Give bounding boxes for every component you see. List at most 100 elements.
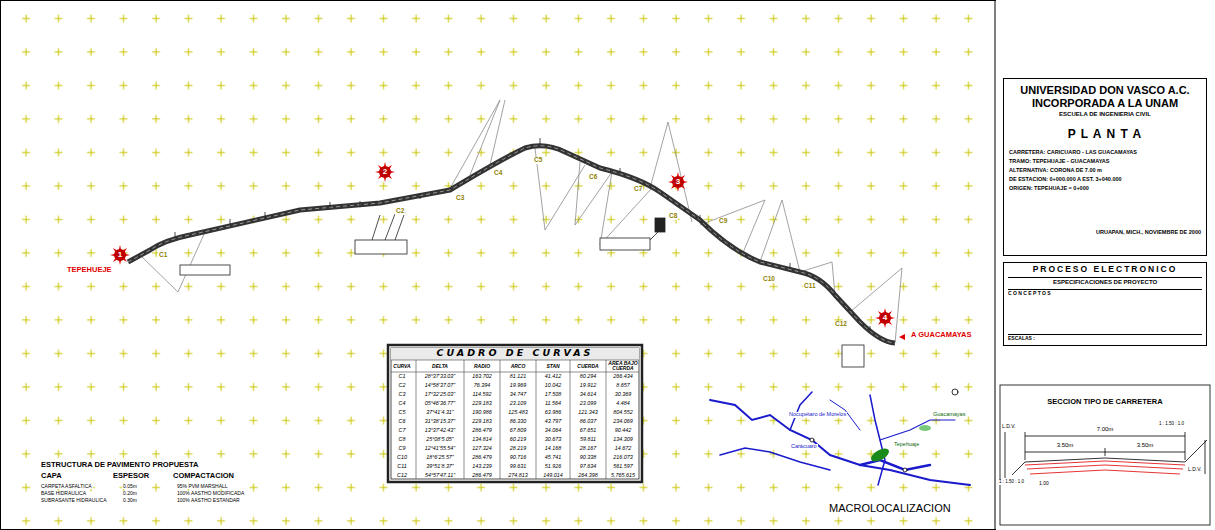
table-cell: C5 (389, 410, 415, 415)
table-cell: 14.168 (537, 446, 569, 451)
pavement-cell: 95% PVM MARSHALL (176, 484, 229, 489)
table-cell: 8.657 (607, 383, 639, 388)
table-cell: 17°32'25.03" (417, 392, 463, 397)
table-cell: C3 (389, 392, 415, 397)
table-cell: 28.167 (571, 446, 605, 451)
marker-number: 1 (117, 251, 123, 259)
table-cell: 63.986 (537, 410, 569, 415)
node-text: ESCALAS : (1008, 334, 1202, 342)
marker-number: 3 (675, 178, 681, 186)
table-cell: 10.042 (537, 383, 569, 388)
table-header: STAN (537, 364, 569, 369)
table-cell: 34.614 (571, 392, 605, 397)
table-cell: C1 (389, 374, 415, 379)
slope-ratio: 1 : 1.50 : 1.0 (998, 480, 1025, 485)
table-header: AREA BAJO CUERDA (607, 361, 639, 371)
table-cell: 67.809 (501, 428, 535, 433)
inset-title: MACROLOCALIZACION (828, 503, 952, 515)
town-name: Guacamayas (932, 412, 966, 418)
table-cell: 34.064 (537, 428, 569, 433)
curve-label: C3 (455, 195, 465, 202)
table-cell: 266.434 (607, 374, 639, 379)
section-title: SECCION TIPO DE CARRETERA (1046, 398, 1163, 406)
node-text: ORIGEN: TEPEHUAJE = 0+000 (1009, 185, 1201, 191)
table-cell: 216.073 (607, 455, 639, 460)
dimension: 7.00m (1096, 426, 1115, 432)
table-cell: 51.926 (537, 464, 569, 469)
node-text: C O N C E P T O S (1008, 289, 1202, 297)
table-cell: 229.183 (465, 401, 499, 406)
table-cell: 4.484 (607, 401, 639, 406)
table-cell: C7 (389, 428, 415, 433)
node-text: URUAPAN, MICH., NOVIEMBRE DE 2000 (1009, 229, 1201, 235)
node-text: PROCESO ELECTRONICO (1008, 265, 1202, 274)
table-cell: 28.219 (501, 446, 535, 451)
dimension: 3.50m (1056, 442, 1075, 448)
pavement-header: CAPA (40, 472, 63, 480)
table-cell: 23.109 (501, 401, 535, 406)
table-cell: 13°37'42.43" (417, 428, 463, 433)
table-cell: 97.634 (571, 464, 605, 469)
pavement-cell: SUBRASANTE HIDRAULICA (40, 498, 108, 503)
table-cell: 90.338 (571, 455, 605, 460)
curve-label: C4 (493, 170, 503, 177)
node-text: ALTERNATIVA: CORONA DE 7.00 m (1009, 167, 1201, 173)
pavement-title: ESTRUCTURA DE PAVIMENTO PROPUESTA (40, 461, 200, 469)
table-cell: 134.814 (465, 437, 499, 442)
node-text: DE ESTACION: 0+000.000 A EST. 3+040.000 (1009, 176, 1201, 182)
table-header: ARCO (501, 364, 535, 369)
table-cell: 19.969 (501, 383, 535, 388)
curve-label: C1 (158, 252, 168, 259)
table-cell: C8 (389, 437, 415, 442)
pavement-cell: 100% AASTHO MODIFICADA (176, 491, 245, 496)
pavement-cell: 0.30m (122, 498, 138, 503)
table-cell: C12 (389, 473, 415, 478)
table-cell: 163.702 (465, 374, 499, 379)
table-cell: 17.508 (537, 392, 569, 397)
row-limit: L.D.V. (1187, 467, 1202, 472)
table-cell: 19.912 (571, 383, 605, 388)
table-cell: 30.673 (537, 437, 569, 442)
table-cell: 134.309 (607, 437, 639, 442)
table-cell: 274.813 (501, 473, 535, 478)
curve-label: C7 (633, 186, 643, 193)
table-cell: 127.324 (465, 446, 499, 451)
curve-label: C11 (803, 283, 817, 290)
node-text: CUADRO DE CURVAS (392, 348, 638, 358)
table-cell: 39°51'8.37" (417, 464, 463, 469)
table-cell: 59.811 (571, 437, 605, 442)
pavement-header: ESPESOR (112, 472, 150, 480)
table-cell: 286.479 (465, 428, 499, 433)
table-cell: 80.294 (571, 374, 605, 379)
table-header: DELTA (417, 364, 463, 369)
table-cell: 37°41'4.31" (417, 410, 463, 415)
town-name: Carácuaro (790, 444, 818, 450)
pavement-cell: BASE HIDRAULICA (40, 491, 87, 496)
table-cell: 76.394 (465, 383, 499, 388)
table-cell: 229.183 (465, 419, 499, 424)
table-cell: 90.716 (501, 455, 535, 460)
curve-label: C9 (718, 218, 728, 225)
table-cell: 190.986 (465, 410, 499, 415)
table-cell: 41.412 (537, 374, 569, 379)
table-cell: 34.747 (501, 392, 535, 397)
node-text: ESPECIFICACIONES DE PROYECTO (1008, 277, 1202, 286)
table-cell: 05°46'36.77" (417, 401, 463, 406)
table-cell: 60.219 (501, 437, 535, 442)
table-header: CURVA (389, 364, 415, 369)
marker-number: 4 (882, 314, 888, 322)
node-text: P L A N T A (1009, 128, 1201, 141)
table-cell: 234.069 (607, 419, 639, 424)
table-cell: 28°37'33.03" (417, 374, 463, 379)
dimension: 1.00 (1038, 481, 1050, 486)
table-cell: 114.592 (465, 392, 499, 397)
table-cell: 18°6'25.57" (417, 455, 463, 460)
table-cell: 25°08'5.05" (417, 437, 463, 442)
table-cell: 14°58'37.07" (417, 383, 463, 388)
table-cell: 86.037 (571, 419, 605, 424)
table-cell: 149.014 (537, 473, 569, 478)
table-cell: 43.797 (537, 419, 569, 424)
table-cell: 45.741 (537, 455, 569, 460)
pavement-header: COMPACTACION (172, 472, 235, 480)
curve-label: C6 (588, 174, 598, 181)
